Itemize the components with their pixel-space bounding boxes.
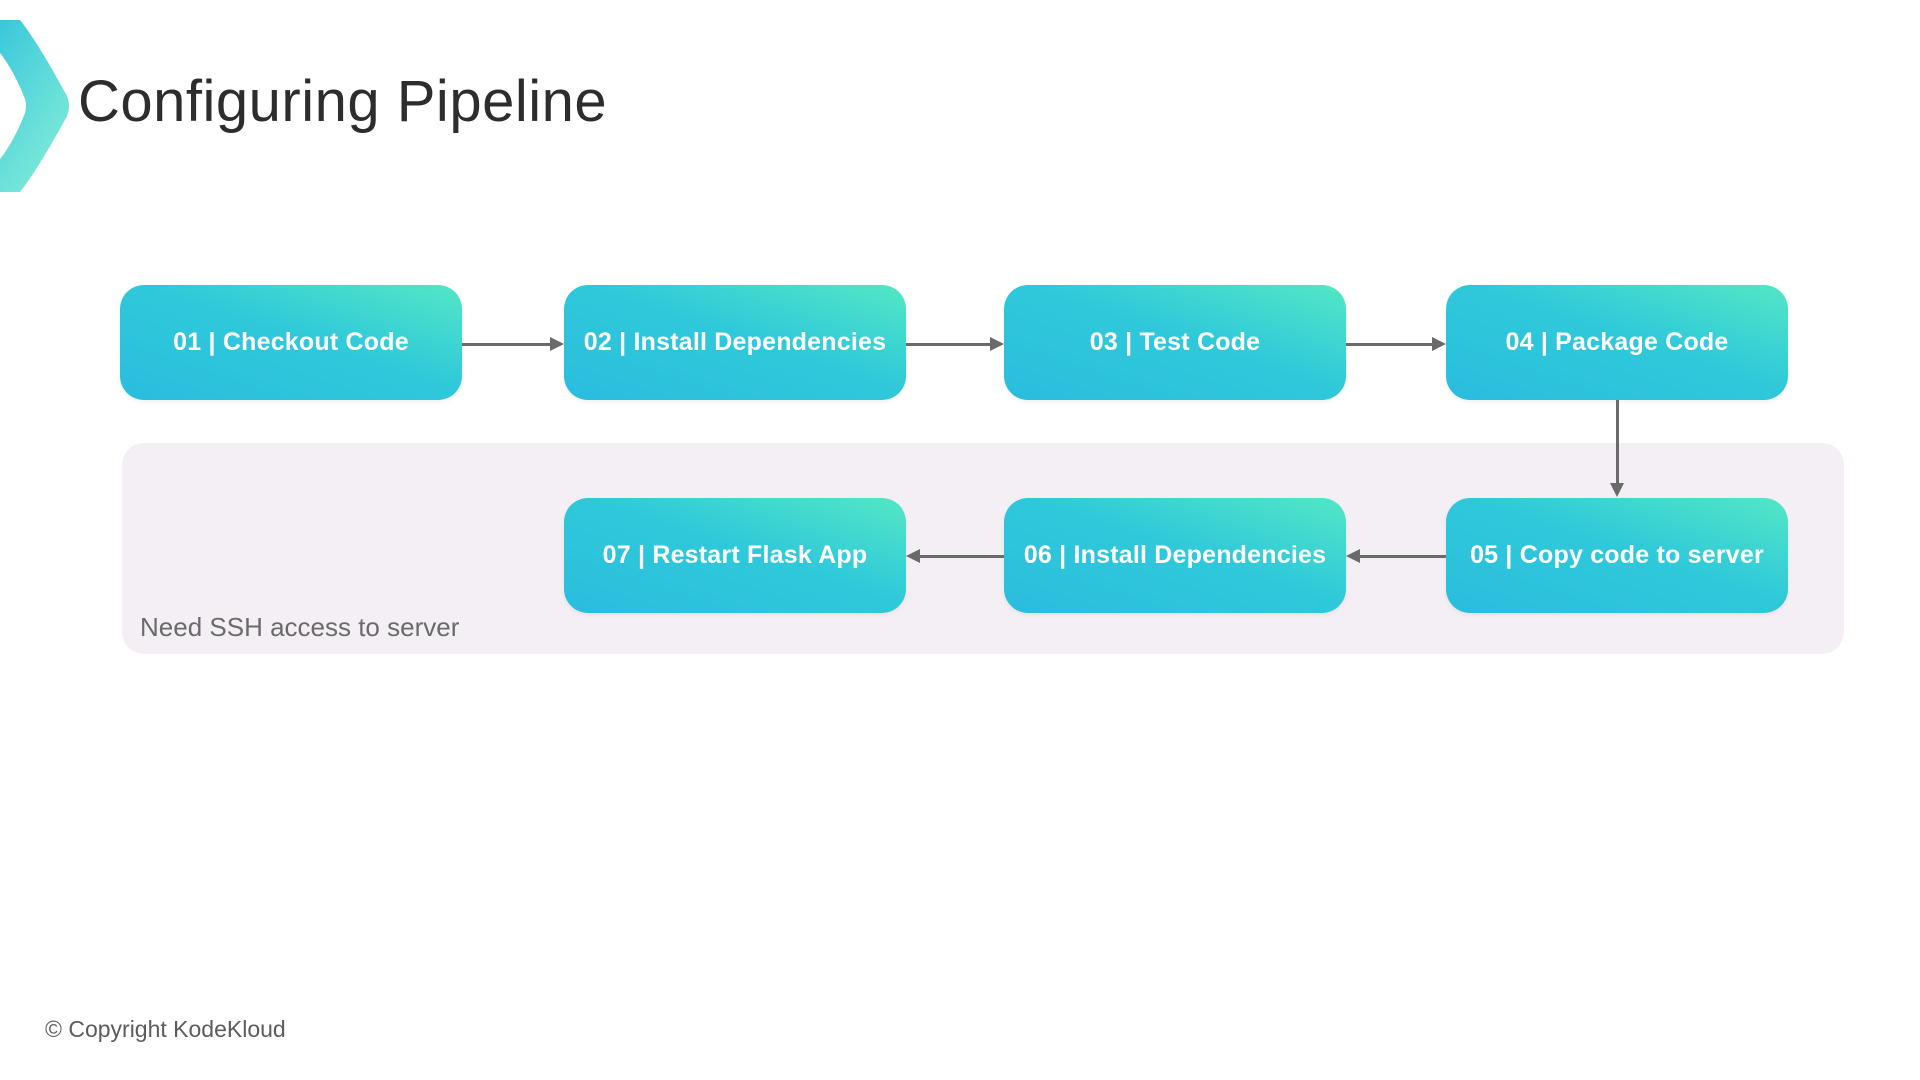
pipeline-step-04-package-code: 04 | Package Code <box>1446 285 1788 400</box>
pipeline-step-05-copy-code-to-server: 05 | Copy code to server <box>1446 498 1788 613</box>
arrow-left-icon <box>906 549 1004 563</box>
pipeline-step-label: 06 | Install Dependencies <box>1023 541 1327 569</box>
page-title: Configuring Pipeline <box>78 69 608 134</box>
pipeline-step-07-restart-flask-app: 07 | Restart Flask App <box>564 498 906 613</box>
footer-copyright: © Copyright KodeKloud <box>45 1016 286 1042</box>
pipeline-step-06-install-dependencies: 06 | Install Dependencies <box>1004 498 1346 613</box>
arrow-shaft <box>1358 554 1446 558</box>
arrow-shaft <box>918 554 1004 558</box>
arrow-head <box>906 549 920 563</box>
arrow-left-icon <box>1346 549 1446 563</box>
arrow-down-icon <box>1610 400 1624 497</box>
arrow-shaft <box>1615 400 1619 485</box>
arrow-shaft <box>1346 342 1434 346</box>
kodekloud-logo-chevron-icon <box>0 20 69 192</box>
pipeline-step-label: 07 | Restart Flask App <box>602 541 868 569</box>
pipeline-step-02-install-dependencies: 02 | Install Dependencies <box>564 285 906 400</box>
ssh-note-text: Need SSH access to server <box>140 612 460 642</box>
arrow-head <box>1432 337 1446 351</box>
pipeline-step-label: 04 | Package Code <box>1505 328 1729 356</box>
arrow-head <box>550 337 564 351</box>
arrow-head <box>990 337 1004 351</box>
pipeline-step-label: 05 | Copy code to server <box>1470 541 1764 569</box>
pipeline-step-label: 03 | Test Code <box>1089 328 1261 356</box>
arrow-head <box>1346 549 1360 563</box>
arrow-right-icon <box>462 337 564 351</box>
pipeline-step-03-test-code: 03 | Test Code <box>1004 285 1346 400</box>
pipeline-step-label: 02 | Install Dependencies <box>583 328 887 356</box>
arrow-right-icon <box>1346 337 1446 351</box>
pipeline-step-01-checkout-code: 01 | Checkout Code <box>120 285 462 400</box>
arrow-shaft <box>906 342 992 346</box>
arrow-right-icon <box>906 337 1004 351</box>
pipeline-step-label: 01 | Checkout Code <box>173 328 409 356</box>
arrow-head <box>1610 483 1624 497</box>
arrow-shaft <box>462 342 552 346</box>
